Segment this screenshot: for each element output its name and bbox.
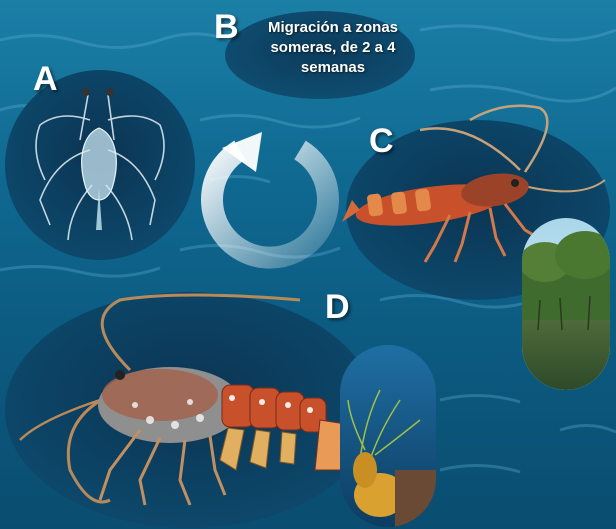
stage-b-caption-line: someras, de 2 a 4 [244,38,422,58]
mangrove-photo [519,218,615,390]
adult-lobster-illustration [20,295,352,505]
stage-b-caption-line: Migración a zonas [244,18,422,38]
stage-d-label: D [325,290,350,324]
stage-a-label: A [33,62,58,96]
phyllosoma-larva-illustration [36,88,164,240]
reef-photo [340,345,440,527]
stage-b-label: B [214,10,239,44]
stage-b-caption-line: semanas [244,58,422,78]
stage-c-label: C [369,124,394,158]
stage-b-caption: Migración a zonas someras, de 2 a 4 sema… [244,18,422,78]
cycle-arrow-icon [212,132,328,258]
